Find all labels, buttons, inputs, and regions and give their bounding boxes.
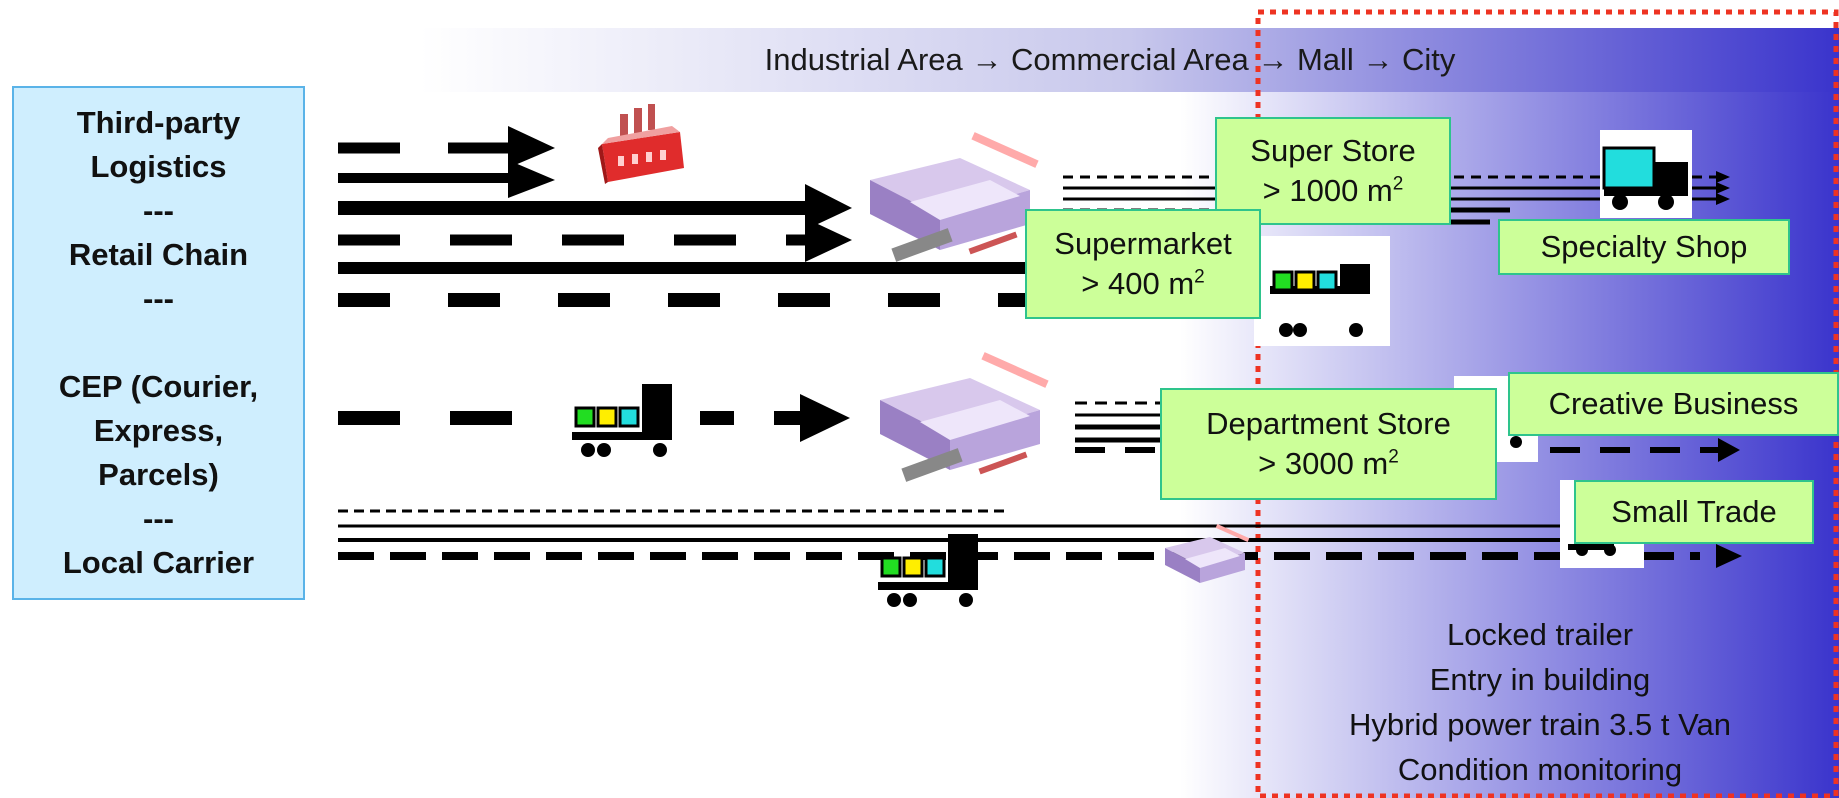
feature-line: Hybrid power train 3.5 t Van bbox=[1349, 707, 1731, 742]
store-size: > 3000 m2 bbox=[1258, 446, 1399, 481]
lower-flow-arrowheads bbox=[1716, 544, 1742, 568]
factory-icon bbox=[598, 104, 684, 184]
banner-background bbox=[420, 28, 1839, 92]
actor-line: --- bbox=[143, 281, 174, 316]
small-trade-label: Small Trade bbox=[1574, 480, 1814, 544]
van-icon bbox=[1600, 130, 1692, 218]
store-name: Supermarket bbox=[1054, 226, 1232, 261]
warehouse-icon bbox=[870, 132, 1039, 262]
creative-business-label: Creative Business bbox=[1508, 372, 1839, 436]
logistics-actors-box: Third-party Logistics --- Retail Chain -… bbox=[12, 86, 305, 600]
feature-line: Entry in building bbox=[1429, 662, 1651, 697]
truck-icon bbox=[878, 534, 978, 607]
middle-flow-arrowheads bbox=[800, 394, 1740, 462]
supermarket-label: Supermarket > 400 m2 bbox=[1025, 209, 1261, 319]
super-store-label: Super Store > 1000 m2 bbox=[1215, 117, 1451, 225]
store-size: > 400 m2 bbox=[1081, 266, 1205, 301]
actor-line: --- bbox=[143, 501, 174, 536]
middle-flow-lines bbox=[338, 401, 1720, 453]
actor-line: Express, bbox=[93, 413, 224, 448]
upper-flow-lines bbox=[338, 142, 1030, 307]
city-vehicle-features: Locked trailer Entry in building Hybrid … bbox=[1280, 612, 1800, 792]
actor-line: Retail Chain bbox=[68, 237, 249, 272]
store-name: Department Store bbox=[1206, 406, 1451, 441]
store-name: Small Trade bbox=[1611, 494, 1777, 529]
actor-line: --- bbox=[143, 193, 174, 228]
store-arrowheads-upper bbox=[1716, 171, 1730, 205]
actor-line: Parcels) bbox=[98, 457, 219, 492]
actor-line: CEP (Courier, bbox=[58, 369, 259, 404]
warehouse-icon bbox=[1165, 524, 1250, 583]
actor-line: Local Carrier bbox=[62, 545, 255, 580]
specialty-shop-label: Specialty Shop bbox=[1498, 219, 1790, 275]
store-size: > 1000 m2 bbox=[1262, 173, 1404, 208]
upper-flow-arrowheads bbox=[508, 126, 852, 262]
truck-icon bbox=[1254, 236, 1390, 346]
feature-line: Locked trailer bbox=[1446, 617, 1634, 652]
actor-line: Logistics bbox=[90, 149, 227, 184]
area-progression-banner: Industrial Area → Commercial Area → Mall… bbox=[764, 42, 1456, 77]
department-store-label: Department Store > 3000 m2 bbox=[1160, 388, 1497, 500]
store-name: Specialty Shop bbox=[1540, 229, 1748, 264]
feature-line: Condition monitoring bbox=[1397, 752, 1683, 787]
warehouse-icon bbox=[880, 352, 1049, 482]
store-name: Creative Business bbox=[1548, 386, 1799, 421]
truck-icon bbox=[572, 384, 672, 457]
store-name: Super Store bbox=[1250, 133, 1416, 168]
actor-line: Third-party bbox=[76, 105, 241, 140]
